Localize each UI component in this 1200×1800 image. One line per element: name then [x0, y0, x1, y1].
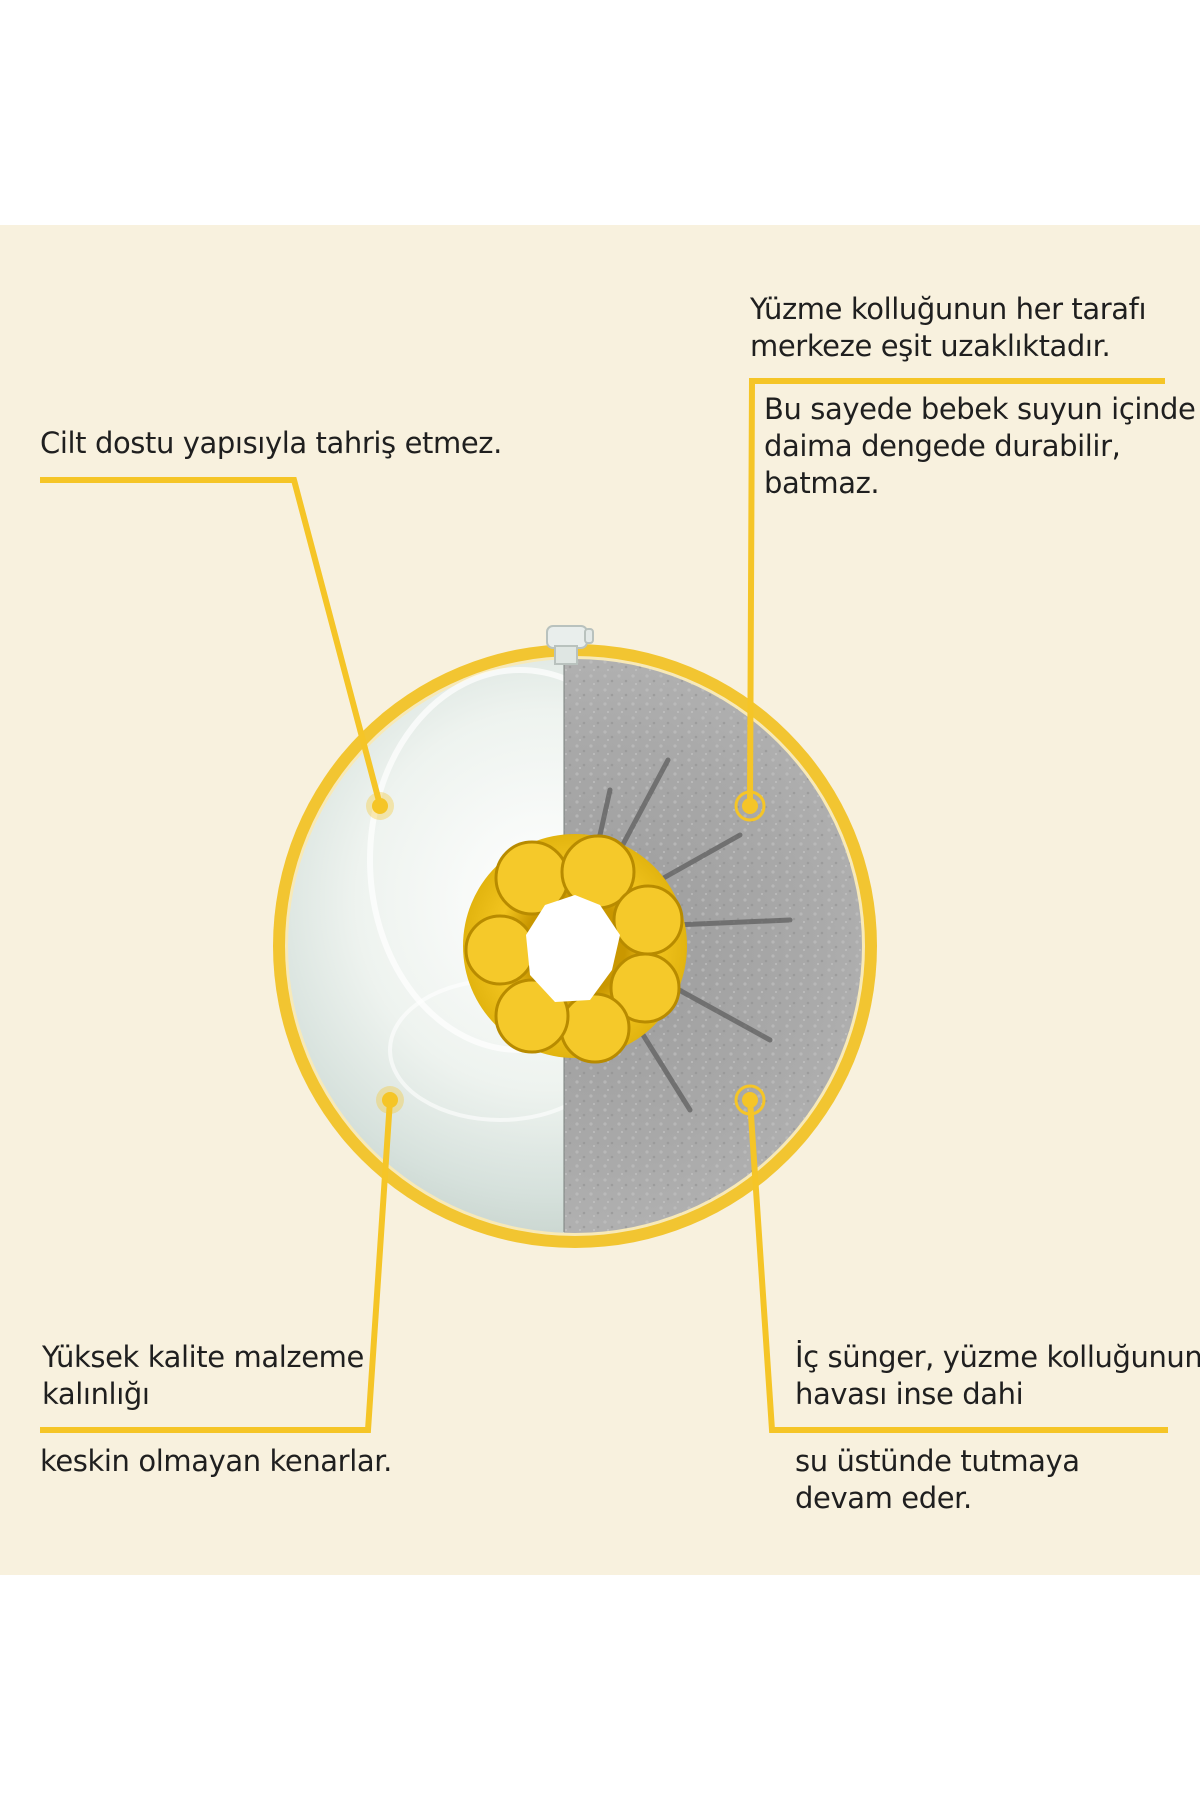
- callout-bottom-right-heading-line1: İç sünger, yüzme kolluğunun: [795, 1340, 1200, 1374]
- callout-bottom-left-heading-line1: Yüksek kalite malzeme: [42, 1340, 364, 1374]
- callout-top-right-body-line1: Bu sayede bebek suyun içinde: [764, 392, 1196, 426]
- callout-dot-top-left: [366, 792, 394, 820]
- callout-top-right-body-line2: daima dengede durabilir,: [764, 429, 1121, 463]
- callout-dot-bottom-right: [734, 1084, 766, 1116]
- valve-icon: [546, 625, 594, 665]
- callout-bottom-right-body: su üstünde tutmaya devam eder.: [795, 1443, 1080, 1517]
- callout-bottom-left-body: keskin olmayan kenarlar.: [40, 1443, 392, 1480]
- connector-bottom-left: [40, 1099, 393, 1433]
- connector-top-right: [747, 378, 1165, 806]
- callout-dot-top-right: [734, 790, 766, 822]
- callout-top-right-body: Bu sayede bebek suyun içinde daima denge…: [764, 391, 1196, 502]
- callout-bottom-left-body-line1: keskin olmayan kenarlar.: [40, 1444, 392, 1478]
- callout-bottom-right-body-line1: su üstünde tutmaya: [795, 1444, 1080, 1478]
- callout-top-right-heading: Yüzme kolluğunun her tarafı merkeze eşit…: [750, 291, 1147, 365]
- connector-bottom-right: [747, 1099, 1168, 1433]
- callout-bottom-right-body-line2: devam eder.: [795, 1481, 972, 1515]
- white-vinyl-half: [288, 659, 564, 1233]
- callout-top-right-body-line3: batmaz.: [764, 466, 880, 500]
- callout-top-left-line1: Cilt dostu yapısıyla tahriş etmez.: [40, 426, 502, 460]
- callout-top-right-heading-line1: Yüzme kolluğunun her tarafı: [750, 292, 1147, 326]
- callout-bottom-right-heading: İç sünger, yüzme kolluğunun havası inse …: [795, 1339, 1200, 1413]
- callout-top-right-heading-line2: merkeze eşit uzaklıktadır.: [750, 329, 1111, 363]
- center-hole: [526, 895, 620, 1002]
- callout-bottom-left-heading-line2: kalınlığı: [42, 1377, 150, 1411]
- callout-bottom-left-heading: Yüksek kalite malzeme kalınlığı: [42, 1339, 364, 1413]
- connector-top-left: [40, 477, 383, 806]
- callout-bottom-right-heading-line2: havası inse dahi: [795, 1377, 1024, 1411]
- callout-top-left-text: Cilt dostu yapısıyla tahriş etmez.: [40, 425, 502, 462]
- callout-dot-bottom-left: [376, 1086, 404, 1114]
